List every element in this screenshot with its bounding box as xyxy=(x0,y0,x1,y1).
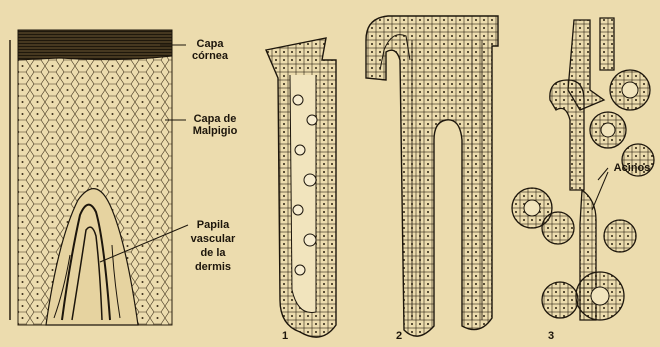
label-capa-cornea: Capa córnea xyxy=(180,38,240,62)
label-papila-vascular: Papila vascular de la dermis xyxy=(183,218,243,274)
label-acinos: Acinos xyxy=(608,162,656,174)
figure-number-2: 2 xyxy=(396,330,402,342)
label-papila-line-2: vascular xyxy=(183,232,243,246)
label-papila-line-1: Papila xyxy=(183,218,243,232)
label-capa-malpigio: Capa de Malpigio xyxy=(180,113,250,137)
label-capa-cornea-line-1: Capa xyxy=(180,38,240,50)
leader-lines xyxy=(100,45,608,262)
label-capa-cornea-line-2: córnea xyxy=(180,50,240,62)
figure-number-3: 3 xyxy=(548,330,554,342)
gland-2-drawing xyxy=(366,16,498,336)
label-capa-malpigio-line-1: Capa de xyxy=(180,113,250,125)
gland-1-drawing xyxy=(266,38,336,337)
label-capa-malpigio-line-2: Malpigio xyxy=(180,125,250,137)
stratum-corneum xyxy=(18,30,172,60)
label-papila-line-4: dermis xyxy=(183,260,243,274)
skin-section-drawing xyxy=(10,30,172,325)
figure-number-1: 1 xyxy=(282,330,288,342)
label-papila-line-3: de la xyxy=(183,246,243,260)
